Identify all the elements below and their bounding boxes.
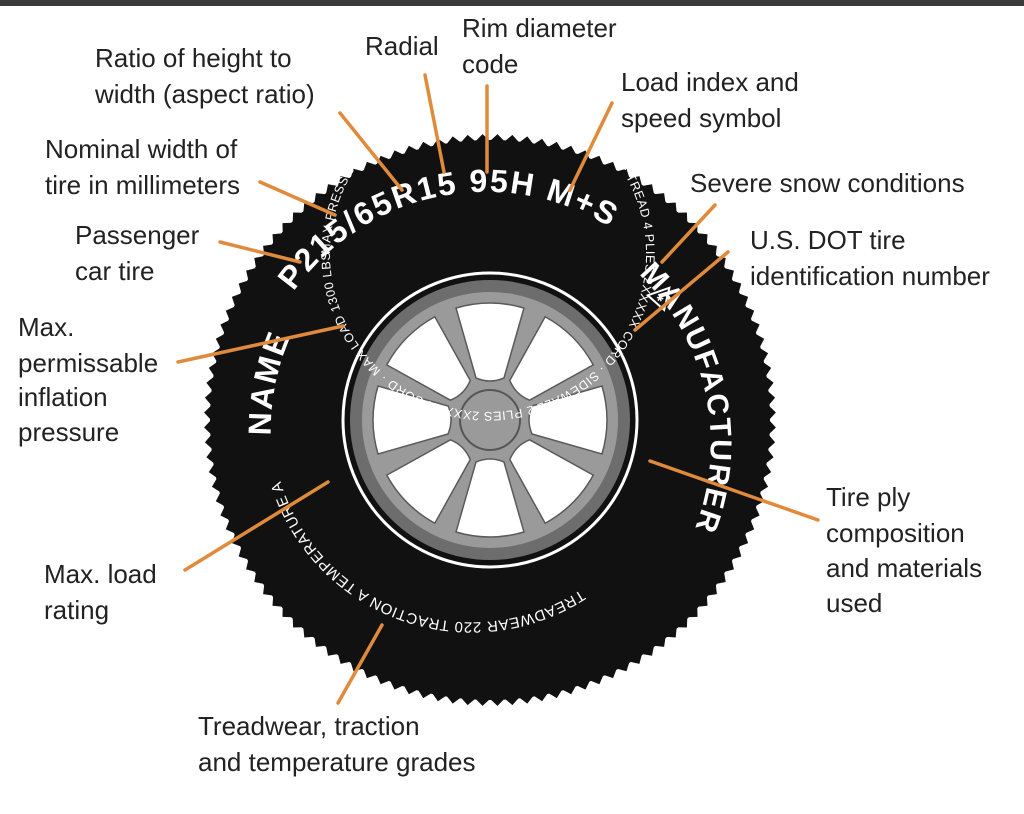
label-nominal-width-line-1: Nominal width of: [45, 134, 238, 164]
label-ply-line-4: used: [826, 588, 882, 618]
label-rim-diameter-line-1: Rim diameter: [462, 13, 617, 43]
spoke-window: [455, 302, 525, 382]
label-rim-diameter: Rim diameter code: [462, 13, 624, 79]
label-radial-line-1: Radial: [365, 31, 439, 61]
label-max-load-line-1: Max. load: [44, 559, 157, 589]
label-max-pressure: Max. permissable inflation pressure: [18, 312, 165, 447]
leader-lines: [176, 73, 820, 705]
label-treadwear: Treadwear, traction and temperature grad…: [198, 711, 476, 777]
label-load-speed-line-2: speed symbol: [621, 103, 781, 133]
label-severe-snow: Severe snow conditions: [690, 168, 965, 198]
label-max-load-line-2: rating: [44, 595, 109, 625]
label-max-pressure-line-4: pressure: [18, 417, 119, 447]
label-treadwear-line-1: Treadwear, traction: [198, 711, 420, 741]
label-aspect-ratio-line-1: Ratio of height to: [95, 43, 292, 73]
label-ply-line-2: composition: [826, 518, 965, 548]
label-rim-diameter-line-2: code: [462, 49, 518, 79]
leader-dot: [633, 250, 730, 332]
label-treadwear-line-2: and temperature grades: [198, 747, 476, 777]
leader-max-load: [183, 480, 330, 572]
label-aspect-ratio: Ratio of height to width (aspect ratio): [94, 43, 315, 109]
label-nominal-width: Nominal width of tire in millimeters: [45, 134, 244, 200]
spoke-window: [385, 438, 472, 525]
spoke-window: [385, 315, 472, 402]
label-aspect-ratio-line-2: width (aspect ratio): [94, 79, 315, 109]
label-passenger-line-2: car tire: [75, 256, 154, 286]
spoke-window: [508, 438, 595, 525]
tire: [204, 134, 776, 706]
leader-aspect-ratio: [338, 111, 404, 192]
label-max-pressure-line-1: Max.: [18, 312, 74, 342]
label-max-pressure-line-3: inflation: [18, 382, 108, 412]
leader-load-speed: [568, 101, 614, 192]
wheel-hub: [459, 389, 521, 451]
spoke-window: [508, 315, 595, 402]
leader-nominal-width: [258, 180, 337, 217]
label-dot-line-1: U.S. DOT tire: [750, 225, 906, 255]
leader-radial: [423, 73, 446, 174]
label-ply-line-3: and materials: [826, 553, 982, 583]
spoke-window: [455, 458, 525, 538]
leader-treadwear: [336, 623, 384, 705]
label-max-pressure-line-2: permissable: [18, 348, 158, 378]
spoke-window: [372, 385, 452, 455]
label-load-speed-line-1: Load index and: [621, 67, 799, 97]
leader-ply: [648, 459, 820, 522]
leader-max-pressure: [176, 324, 345, 364]
leader-severe-snow: [660, 203, 717, 264]
leader-passenger: [218, 240, 302, 264]
label-dot-line-2: identification number: [750, 261, 990, 291]
wheel-spokes: [372, 302, 608, 538]
spoke-window: [528, 385, 608, 455]
label-dot: U.S. DOT tire identification number: [750, 225, 990, 291]
label-radial: Radial: [365, 31, 439, 61]
rim-outer-line: [341, 271, 639, 569]
label-passenger: Passenger car tire: [75, 220, 207, 286]
top-border: [0, 0, 1024, 6]
label-nominal-width-line-2: tire in millimeters: [45, 170, 240, 200]
label-severe-snow-line-1: Severe snow conditions: [690, 168, 965, 198]
label-load-speed: Load index and speed symbol: [621, 67, 806, 133]
label-max-load: Max. load rating: [44, 559, 164, 625]
label-ply-line-1: Tire ply: [826, 482, 910, 512]
label-ply: Tire ply composition and materials used: [826, 482, 989, 618]
label-passenger-line-1: Passenger: [75, 220, 200, 250]
